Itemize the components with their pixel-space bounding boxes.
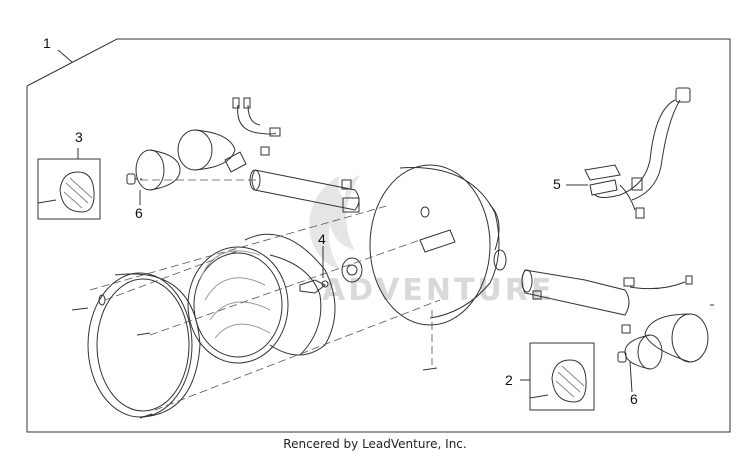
alignment-lines bbox=[89, 179, 441, 411]
callout-1: 1 bbox=[43, 35, 51, 51]
signal-stalk-right bbox=[521, 269, 693, 334]
signal-housing-right bbox=[617, 304, 714, 370]
assembly-frame bbox=[26, 38, 731, 433]
headlight-bezel bbox=[71, 272, 201, 419]
callout-5: 5 bbox=[553, 176, 561, 192]
watermark-text: ADVENTURE bbox=[322, 273, 554, 308]
callout-6-left: 6 bbox=[135, 205, 143, 221]
wiring-harness bbox=[584, 87, 691, 219]
headlight-housing bbox=[369, 164, 507, 326]
turn-signal-lens-right bbox=[520, 342, 595, 411]
render-credit: Rencered by LeadVenture, Inc. bbox=[283, 437, 467, 451]
turn-signal-lens-left bbox=[37, 148, 101, 220]
callout-3: 3 bbox=[75, 129, 83, 145]
housing-screw bbox=[422, 367, 438, 371]
callout-leaders bbox=[139, 184, 633, 393]
callout-6-right: 6 bbox=[630, 391, 638, 407]
watermark-logo: ADVENTURE bbox=[309, 175, 554, 308]
signal-housing-left bbox=[126, 129, 247, 191]
callout-4: 4 bbox=[318, 231, 326, 247]
headlight-reflector bbox=[187, 246, 322, 364]
callout-2: 2 bbox=[505, 372, 513, 388]
signal-stalk-left bbox=[249, 169, 360, 213]
wire-connector-top bbox=[232, 97, 281, 156]
